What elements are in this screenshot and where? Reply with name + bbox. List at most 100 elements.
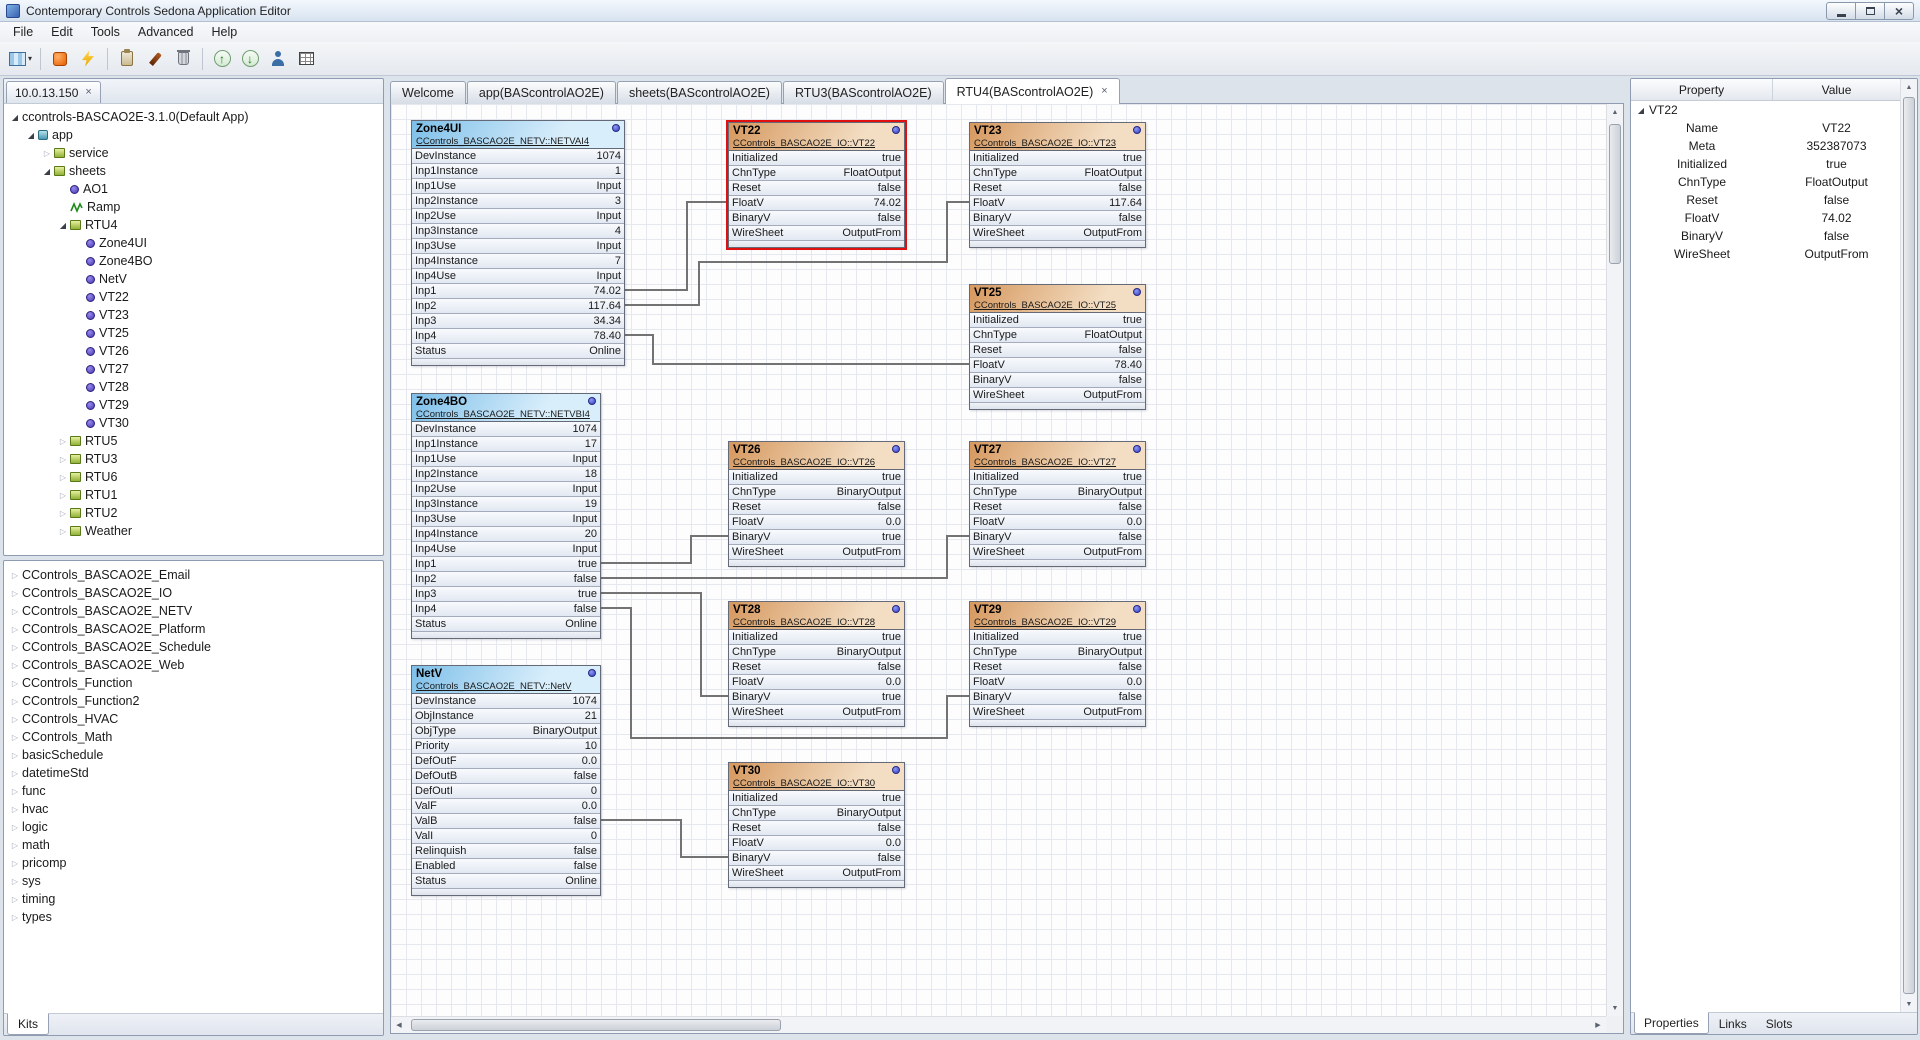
tree-item-zone4ui[interactable]: Zone4UI bbox=[4, 234, 383, 252]
tree-collapsed-arrow-icon[interactable]: ▷ bbox=[59, 472, 67, 482]
wire[interactable] bbox=[601, 819, 728, 858]
tree-item-vt29[interactable]: VT29 bbox=[4, 396, 383, 414]
kit-item-ccontrols-math[interactable]: ▷CControls_Math bbox=[4, 728, 383, 746]
block-type-link[interactable]: CControls_BASCAO2E_NETV::NETVAI4 bbox=[416, 136, 590, 147]
tree-item-rtu2[interactable]: ▷RTU2 bbox=[4, 504, 383, 522]
editor-tab-rtu3-bascontrolao2e[interactable]: RTU3(BAScontrolAO2E) bbox=[782, 81, 944, 104]
scroll-right-icon[interactable]: ▶ bbox=[1595, 1022, 1601, 1029]
kit-item-math[interactable]: ▷math bbox=[4, 836, 383, 854]
kit-item-types[interactable]: ▷types bbox=[4, 908, 383, 926]
block-type-link[interactable]: CControls_BASCAO2E_IO::VT25 bbox=[974, 300, 1117, 311]
tree-item-vt23[interactable]: VT23 bbox=[4, 306, 383, 324]
horizontal-scroll-thumb[interactable] bbox=[411, 1019, 781, 1031]
scroll-up-icon[interactable]: ▲ bbox=[1905, 83, 1913, 91]
tree-collapsed-arrow-icon[interactable]: ▷ bbox=[11, 642, 19, 652]
properties-tab-slots[interactable]: Slots bbox=[1765, 1016, 1793, 1031]
minimize-button[interactable] bbox=[1826, 2, 1856, 20]
editor-tab-app-bascontrolao2e[interactable]: app(BAScontrolAO2E) bbox=[466, 81, 616, 104]
kit-item-datetimestd[interactable]: ▷datetimeStd bbox=[4, 764, 383, 782]
vertical-scroll-thumb[interactable] bbox=[1609, 124, 1621, 264]
wire[interactable] bbox=[625, 334, 969, 365]
vertical-scroll-thumb[interactable] bbox=[1903, 97, 1915, 994]
tree-expanded-arrow-icon[interactable]: ◢ bbox=[1637, 105, 1645, 115]
tree-expanded-arrow-icon[interactable]: ◢ bbox=[43, 166, 51, 176]
menu-tools[interactable]: Tools bbox=[90, 25, 120, 39]
tree-collapsed-arrow-icon[interactable]: ▷ bbox=[43, 148, 51, 158]
tree-collapsed-arrow-icon[interactable]: ▷ bbox=[11, 822, 19, 832]
kit-item-ccontrols-bascao2e-schedule[interactable]: ▷CControls_BASCAO2E_Schedule bbox=[4, 638, 383, 656]
scroll-down-icon[interactable]: ▼ bbox=[1611, 1004, 1619, 1012]
tree-collapsed-arrow-icon[interactable]: ▷ bbox=[11, 804, 19, 814]
block-type-link[interactable]: CControls_BASCAO2E_IO::VT29 bbox=[974, 617, 1117, 628]
kit-item-hvac[interactable]: ▷hvac bbox=[4, 800, 383, 818]
kit-item-timing[interactable]: ▷timing bbox=[4, 890, 383, 908]
tree-item-rtu3[interactable]: ▷RTU3 bbox=[4, 450, 383, 468]
tree-collapsed-arrow-icon[interactable]: ▷ bbox=[59, 436, 67, 446]
tree-collapsed-arrow-icon[interactable]: ▷ bbox=[59, 490, 67, 500]
tree-item-ao1[interactable]: AO1 bbox=[4, 180, 383, 198]
tree-item-sheets[interactable]: ◢sheets bbox=[4, 162, 383, 180]
kit-item-ccontrols-function2[interactable]: ▷CControls_Function2 bbox=[4, 692, 383, 710]
nav-tab-close-icon[interactable]: × bbox=[85, 86, 92, 98]
tree-collapsed-arrow-icon[interactable]: ▷ bbox=[11, 840, 19, 850]
tree-collapsed-arrow-icon[interactable]: ▷ bbox=[11, 660, 19, 670]
toolbar-arrow-down-button[interactable]: ↓ bbox=[237, 46, 263, 72]
tree-collapsed-arrow-icon[interactable]: ▷ bbox=[11, 732, 19, 742]
